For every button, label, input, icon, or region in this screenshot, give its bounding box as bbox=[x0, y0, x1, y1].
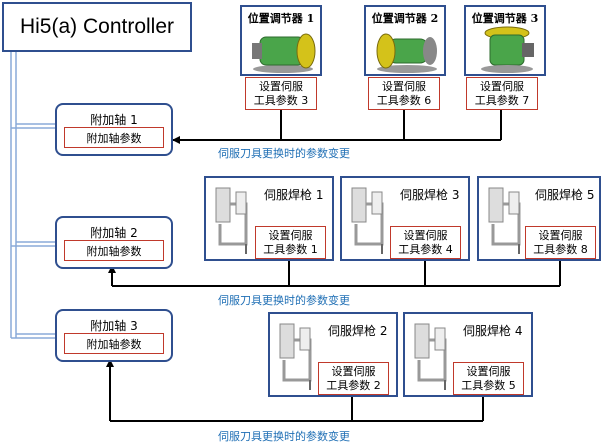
positioner-3-param: 设置伺服 工具参数 7 bbox=[466, 77, 538, 110]
axis-1-title: 附加轴 1 bbox=[90, 113, 138, 127]
gun-3-param-line1: 设置伺服 bbox=[403, 228, 448, 242]
gun-3-param-line2: 工具参数 4 bbox=[398, 242, 453, 256]
gun-4-param: 设置伺服 工具参数 5 bbox=[453, 362, 524, 395]
controller-bus bbox=[10, 52, 57, 339]
axis-1-param: 附加轴参数 bbox=[64, 127, 164, 148]
positioner-3-param-line2: 工具参数 7 bbox=[474, 93, 530, 107]
controller-title: Hi5(a) Controller bbox=[19, 15, 175, 38]
gun-4-param-line1: 设置伺服 bbox=[466, 364, 511, 378]
gun-1-box: 伺服焊枪 1 bbox=[204, 176, 334, 261]
axis-2-title: 附加轴 2 bbox=[90, 226, 138, 240]
positioner-1-title: 位置调节器 1 bbox=[247, 12, 315, 25]
axis-1-box: 附加轴 1 附加轴参数 bbox=[55, 103, 173, 156]
gun-1-param-line1: 设置伺服 bbox=[268, 228, 313, 242]
positioner-1-param-line1: 设置伺服 bbox=[259, 79, 303, 93]
gun-2-param-line1: 设置伺服 bbox=[331, 364, 376, 378]
positioner-3-image bbox=[481, 26, 534, 73]
axis-3-box: 附加轴 3 附加轴参数 bbox=[55, 309, 173, 362]
gun-3-title: 伺服焊枪 3 bbox=[400, 188, 460, 202]
positioner-2-box: 位置调节器 2 bbox=[364, 5, 446, 76]
positioner-1-image bbox=[252, 33, 316, 73]
gun-1-title: 伺服焊枪 1 bbox=[264, 188, 324, 202]
gun-2-title: 伺服焊枪 2 bbox=[328, 324, 388, 338]
gun-4-title: 伺服焊枪 4 bbox=[463, 324, 523, 338]
gun-1-param-line2: 工具参数 1 bbox=[263, 242, 318, 256]
gun-2-param: 设置伺服 工具参数 2 bbox=[318, 362, 389, 395]
gun-5-param-line1: 设置伺服 bbox=[538, 228, 583, 242]
gun-1-image bbox=[215, 187, 248, 254]
positioner-2-image bbox=[376, 33, 437, 73]
gun-3-image bbox=[351, 187, 384, 254]
change-line-2 bbox=[108, 261, 561, 287]
change-line-1 bbox=[172, 110, 502, 144]
positioner-2-param: 设置伺服 工具参数 6 bbox=[368, 77, 440, 110]
axis-2-param: 附加轴参数 bbox=[64, 240, 164, 261]
axis-2-box: 附加轴 2 附加轴参数 bbox=[55, 216, 173, 269]
controller-box: Hi5(a) Controller bbox=[2, 2, 192, 52]
positioner-2-title: 位置调节器 2 bbox=[371, 12, 439, 25]
positioner-2-param-line1: 设置伺服 bbox=[382, 79, 426, 93]
gun-5-param-line2: 工具参数 8 bbox=[533, 242, 588, 256]
gun-2-param-line2: 工具参数 2 bbox=[326, 378, 381, 392]
gun-5-image bbox=[488, 187, 521, 254]
note-2: 伺服刀具更换时的参数变更 bbox=[218, 294, 350, 307]
axis-3-title: 附加轴 3 bbox=[90, 319, 138, 333]
positioner-3-title: 位置调节器 3 bbox=[471, 12, 539, 25]
gun-1-param: 设置伺服 工具参数 1 bbox=[255, 226, 326, 259]
positioner-2-param-line2: 工具参数 6 bbox=[376, 93, 432, 107]
note-3: 伺服刀具更换时的参数变更 bbox=[218, 430, 350, 443]
gun-5-param: 设置伺服 工具参数 8 bbox=[525, 226, 596, 259]
change-line-3 bbox=[106, 359, 484, 422]
note-1: 伺服刀具更换时的参数变更 bbox=[218, 147, 350, 160]
positioner-1-box: 位置调节器 1 bbox=[240, 5, 322, 76]
positioner-1-param-line2: 工具参数 3 bbox=[253, 93, 309, 107]
gun-4-param-line2: 工具参数 5 bbox=[461, 378, 516, 392]
gun-3-param: 设置伺服 工具参数 4 bbox=[390, 226, 461, 259]
gun-4-image bbox=[414, 323, 447, 390]
positioner-3-param-line1: 设置伺服 bbox=[480, 79, 524, 93]
positioner-1-param: 设置伺服 工具参数 3 bbox=[245, 77, 317, 110]
gun-2-image bbox=[279, 323, 312, 390]
axis-3-param: 附加轴参数 bbox=[64, 333, 164, 354]
positioner-3-box: 位置调节器 3 bbox=[464, 5, 546, 76]
gun-5-title: 伺服焊枪 5 bbox=[535, 188, 595, 202]
